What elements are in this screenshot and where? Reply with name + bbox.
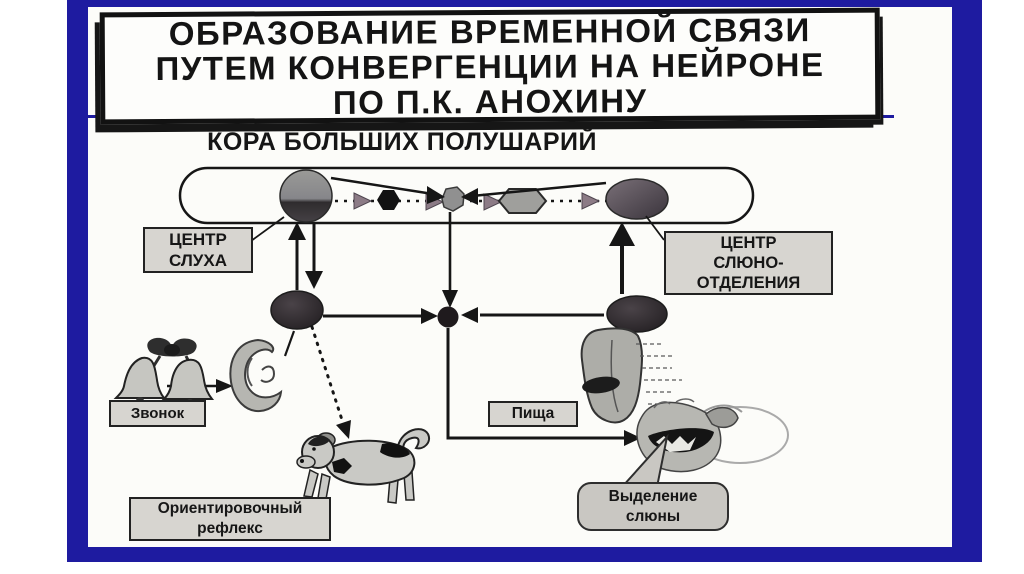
hearing-cortex-neuron <box>279 169 333 223</box>
hearing-center-label: ЦЕНТР СЛУХА <box>143 227 253 273</box>
bell-label: Звонок <box>109 400 206 427</box>
salivation-center-label: ЦЕНТР СЛЮНО- ОТДЕЛЕНИЯ <box>664 231 833 295</box>
subcortical-auditory-neuron <box>270 290 324 330</box>
orienting-reflex-text: Ориентировочный рефлекс <box>157 500 303 537</box>
right-horizontal-arrow <box>461 307 604 323</box>
convergence-neuron-cortex <box>441 186 465 212</box>
efferent-saliva-path <box>446 328 641 446</box>
converging-axon-right <box>461 181 607 205</box>
food-label: Пища <box>488 401 578 427</box>
title-line-2: ПУТЕМ КОНВЕРГЕНЦИИ НА НЕЙРОНЕ <box>155 45 825 87</box>
ascending-arrow-left <box>288 222 306 290</box>
salivation-label-leader <box>645 215 665 241</box>
bell-text: Звонок <box>130 405 185 422</box>
tongue-icon <box>580 327 682 424</box>
cortex-outline <box>178 166 755 225</box>
salivation-center-text: ЦЕНТР СЛЮНО- ОТДЕЛЕНИЯ <box>696 234 801 292</box>
interneuron-hexagon-flat <box>497 188 548 214</box>
impulse-arrow-icons <box>353 192 601 211</box>
ascending-arrow-right <box>609 222 635 294</box>
descending-arrow-left <box>305 224 323 289</box>
title-line-1: ОБРАЗОВАНИЕ ВРЕМЕННОЙ СВЯЗИ <box>168 10 811 52</box>
ear-afferent-line <box>283 330 296 357</box>
orienting-reflex-label: Ориентировочный рефлекс <box>129 497 331 541</box>
convergence-neuron-central <box>437 306 459 328</box>
bell-icon <box>113 337 215 407</box>
convergence-pathway <box>323 212 641 446</box>
food-text: Пища <box>511 405 555 422</box>
salivating-dog-icon <box>636 398 789 473</box>
salivation-cortex-neuron <box>605 178 669 220</box>
subcortical-food-neuron <box>606 295 668 333</box>
saliva-secretion-callout: Выделение слюны <box>577 482 729 531</box>
orienting-reflex-dotted-arrow <box>310 325 351 439</box>
converging-axon-left <box>330 176 445 204</box>
cortex-to-center-arrow <box>442 212 458 308</box>
cortex-capsule <box>178 166 755 225</box>
title-line-3: ПО П.К. АНОХИНУ <box>332 81 648 121</box>
hearing-label-leader <box>250 216 285 242</box>
hearing-center-text: ЦЕНТР СЛУХА <box>169 230 227 270</box>
interneuron-hexagon-dark <box>377 190 400 210</box>
dog-icon <box>296 428 430 504</box>
saliva-secretion-text: Выделение слюны <box>608 487 698 525</box>
ear-icon <box>229 338 283 413</box>
left-horizontal-arrow <box>323 308 438 324</box>
cortex-heading: КОРА БОЛЬШИХ ПОЛУШАРИЙ <box>207 128 597 156</box>
title-box: ОБРАЗОВАНИЕ ВРЕМЕННОЙ СВЯЗИ ПУТЕМ КОНВЕР… <box>99 7 881 125</box>
